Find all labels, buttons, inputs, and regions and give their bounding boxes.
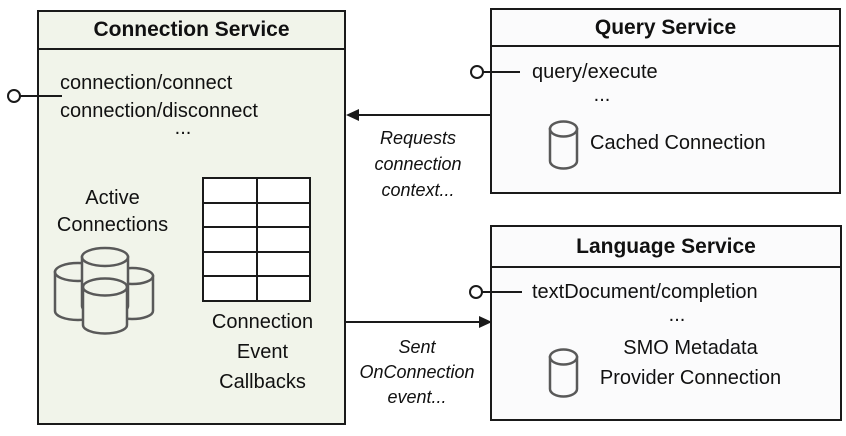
language-endpoint-completion: textDocument/completion — [532, 281, 758, 303]
database-cylinder-icon — [548, 120, 579, 170]
interface-lollipop-icon — [7, 89, 62, 103]
connection-event-callbacks-label: Connection Event Callbacks — [211, 311, 314, 393]
query-service-title: Query Service — [492, 10, 839, 47]
arrow-right-icon — [346, 316, 492, 328]
query-endpoint-execute: query/execute — [532, 61, 658, 83]
database-cylinder-icon — [548, 348, 579, 398]
language-service-title: Language Service — [492, 227, 840, 268]
arrow-left-icon — [346, 109, 492, 121]
connection-endpoint-disconnect: connection/disconnect — [60, 100, 258, 122]
requests-connection-context-annotation: Requests connection context... — [374, 128, 462, 200]
database-cluster-icon — [53, 246, 155, 335]
connection-service-title: Connection Service — [39, 12, 344, 50]
language-service-box: Language Service — [490, 225, 842, 421]
smo-metadata-provider-label: SMO Metadata Provider Connection — [599, 337, 782, 389]
connection-endpoint-connect: connection/connect — [60, 72, 233, 94]
query-ellipsis: ... — [593, 84, 611, 106]
interface-lollipop-icon — [470, 65, 520, 79]
table-grid-icon — [202, 177, 311, 302]
active-connections-label: Active Connections — [56, 187, 169, 236]
query-service-box: Query Service — [490, 8, 841, 194]
language-ellipsis: ... — [668, 304, 686, 326]
interface-lollipop-icon — [469, 285, 522, 299]
sent-onconnection-event-annotation: Sent OnConnection event... — [359, 337, 475, 407]
connection-ellipsis: ... — [174, 117, 192, 139]
cached-connection-label: Cached Connection — [590, 132, 766, 154]
